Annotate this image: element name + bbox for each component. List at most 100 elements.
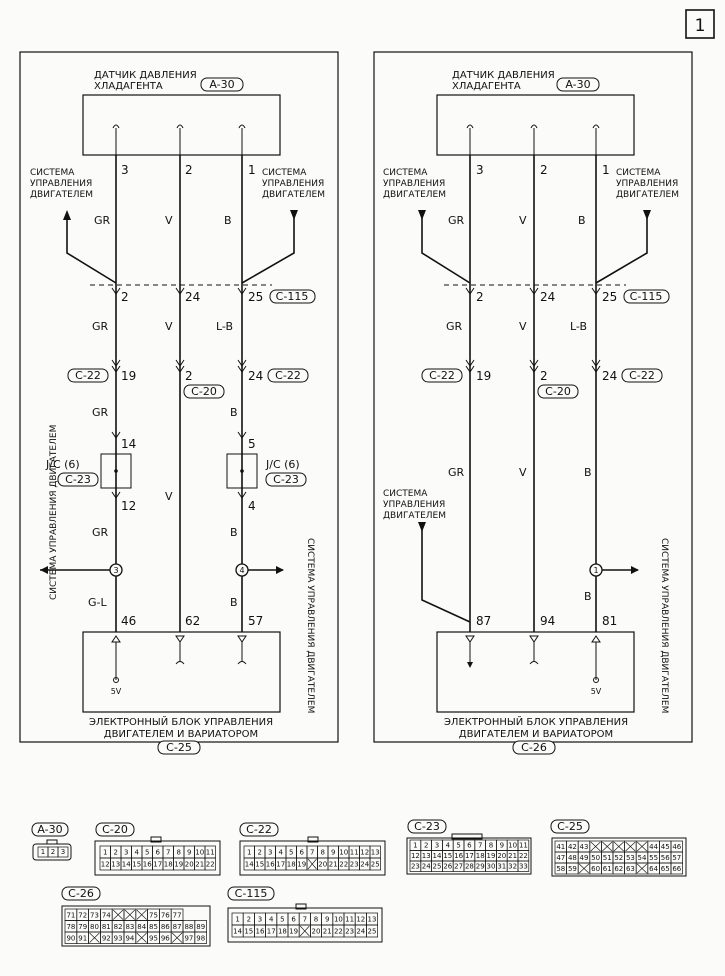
conn-c115-pin-label: 17 xyxy=(267,928,276,936)
conn-c115-cell xyxy=(366,924,378,938)
conn-c23-pin-label: 17 xyxy=(465,852,474,860)
left-system-vert-right: СИСТЕМА УПРАВЛЕНИЯ ДВИГАТЕЛЕМ xyxy=(305,538,315,713)
right-sensor-pin-b: 2 xyxy=(540,163,548,177)
left-c115-badge xyxy=(269,289,316,304)
conn-c26-pin-label: 95 xyxy=(149,934,158,942)
conn-c20-pin-label: 10 xyxy=(195,849,204,857)
conn-c115-pin-label: 3 xyxy=(258,916,262,924)
conn-c20-pin-label: 1 xyxy=(103,849,107,857)
conn-c26-pin-label: 73 xyxy=(90,911,99,919)
conn-c23-pin-label: 33 xyxy=(519,863,528,871)
right-sensor-terminals xyxy=(466,124,600,129)
conn-c20-cell xyxy=(204,857,216,871)
conn-c115-pin-label: 21 xyxy=(323,928,332,936)
conn-c26-blank-pin xyxy=(112,909,124,920)
right-ecu-pin-b: 94 xyxy=(540,614,555,628)
left-branch-right xyxy=(241,213,295,284)
conn-c26-blank-pin xyxy=(124,909,136,920)
conn-a30-label: A-30 xyxy=(37,823,62,836)
left-system-left-2: УПРАВЛЕНИЯ xyxy=(30,179,92,189)
left-wire-color-top-2: V xyxy=(165,214,173,227)
left-wire-color-after-jc-1: GR xyxy=(92,526,109,539)
conn-c26-pin-label: 98 xyxy=(196,934,205,942)
left-voltage-label: 5V xyxy=(111,687,122,696)
conn-c22-pin-label: 10 xyxy=(339,849,348,857)
conn-c115-pin-label: 14 xyxy=(233,928,242,936)
conn-c115-pin-label: 25 xyxy=(368,928,377,936)
conn-c23-badge xyxy=(407,819,447,834)
conn-c22-pin-label: 3 xyxy=(268,849,272,857)
conn-c20-pin-label: 20 xyxy=(185,861,194,869)
conn-c22-pin-label: 25 xyxy=(371,861,380,869)
conn-c22-pin-label: 12 xyxy=(360,849,369,857)
conn-c26-pin-label: 87 xyxy=(173,923,182,931)
left-jc-right-label: J/C (6) xyxy=(265,458,300,471)
conn-c115-badge xyxy=(227,886,275,901)
conn-c115-pin-label: 22 xyxy=(334,928,343,936)
conn-c23-pin-label: 29 xyxy=(476,863,485,871)
left-wire-color-mid-2: V xyxy=(165,320,173,333)
left-sensor-name-1: ДАТЧИК ДАВЛЕНИЯ xyxy=(94,70,197,81)
conn-c25-pin-label: 45 xyxy=(661,843,670,851)
left-ecu-pin-c: 57 xyxy=(248,614,263,628)
conn-c26-pin-label: 91 xyxy=(78,934,87,942)
conn-c115-pin-label: 15 xyxy=(244,928,253,936)
conn-c23-pin-label: 22 xyxy=(519,852,528,860)
conn-a30-pin-label: 2 xyxy=(51,848,55,856)
conn-c25-pin-label: 47 xyxy=(556,854,565,862)
left-branch-left-arrow xyxy=(63,210,71,220)
conn-c26-pin-label: 85 xyxy=(149,923,158,931)
conn-c22-pin-label: 2 xyxy=(258,849,262,857)
right-c115-label: C-115 xyxy=(630,290,663,303)
conn-c23-pin-label: 6 xyxy=(467,842,472,850)
left-wire-color-top-3: B xyxy=(224,214,232,227)
conn-c20-pin-label: 4 xyxy=(135,849,140,857)
conn-c25-pin-label: 60 xyxy=(591,865,600,873)
conn-c25-pin-label: 56 xyxy=(661,854,670,862)
conn-c22-pin-label: 19 xyxy=(297,861,306,869)
left-c115-pin-a: 2 xyxy=(121,290,129,304)
conn-c23-pin-label: 3 xyxy=(435,842,439,850)
conn-c20-pin-label: 9 xyxy=(187,849,191,857)
right-c22r-badge xyxy=(621,368,663,383)
right-system-right-3: ДВИГАТЕЛЕМ xyxy=(616,190,679,200)
conn-c26-pin-label: 81 xyxy=(102,923,111,931)
conn-c23-pin-label: 26 xyxy=(443,863,452,871)
conn-a30-pin-label: 1 xyxy=(41,848,45,856)
left-jc-right-conn: C-23 xyxy=(273,473,299,486)
conn-c26-cell xyxy=(194,931,207,944)
left-c115-label: C-115 xyxy=(276,290,309,303)
conn-c22-pin-label: 18 xyxy=(287,861,296,869)
conn-c20-pin-label: 11 xyxy=(206,849,215,857)
conn-c25-pin-label: 61 xyxy=(603,865,612,873)
conn-c115-pin-label: 5 xyxy=(280,916,284,924)
conn-c115-pin-label: 11 xyxy=(345,916,354,924)
left-branch-left xyxy=(66,213,117,284)
right-system-right-1: СИСТЕМА xyxy=(616,168,661,178)
conn-c25-blank-pin xyxy=(590,841,601,852)
conn-c115-pin-label: 12 xyxy=(356,916,365,924)
left-system-right-1: СИСТЕМА xyxy=(262,168,307,178)
conn-c26-pin-label: 88 xyxy=(184,923,193,931)
left-ecu-name-1: ЭЛЕКТРОННЫЙ БЛОК УПРАВЛЕНИЯ xyxy=(89,715,273,728)
left-c20-label: C-20 xyxy=(191,385,217,398)
left-jc-right-conn-badge xyxy=(265,472,307,487)
conn-c20-pin-label: 6 xyxy=(156,849,161,857)
conn-c23-pin-label: 16 xyxy=(454,852,463,860)
right-splice-num: 1 xyxy=(593,566,598,575)
left-splice-right xyxy=(235,563,249,577)
conn-c20-pin-label: 2 xyxy=(114,849,118,857)
left-c22r-label: C-22 xyxy=(275,369,301,382)
left-jc-right-pin-top: 5 xyxy=(248,437,256,451)
conn-c22-badge xyxy=(239,822,279,837)
right-branch-ecu xyxy=(421,525,471,623)
conn-c23-pin-label: 28 xyxy=(465,863,474,871)
conn-c25-blank-pin xyxy=(636,841,648,852)
right-ecu-conn: C-26 xyxy=(521,741,547,754)
conn-c23-pin-label: 15 xyxy=(443,852,452,860)
conn-c115-body xyxy=(227,907,383,943)
conn-c26-pin-label: 83 xyxy=(125,923,134,931)
conn-c25-pin-label: 54 xyxy=(638,854,647,862)
